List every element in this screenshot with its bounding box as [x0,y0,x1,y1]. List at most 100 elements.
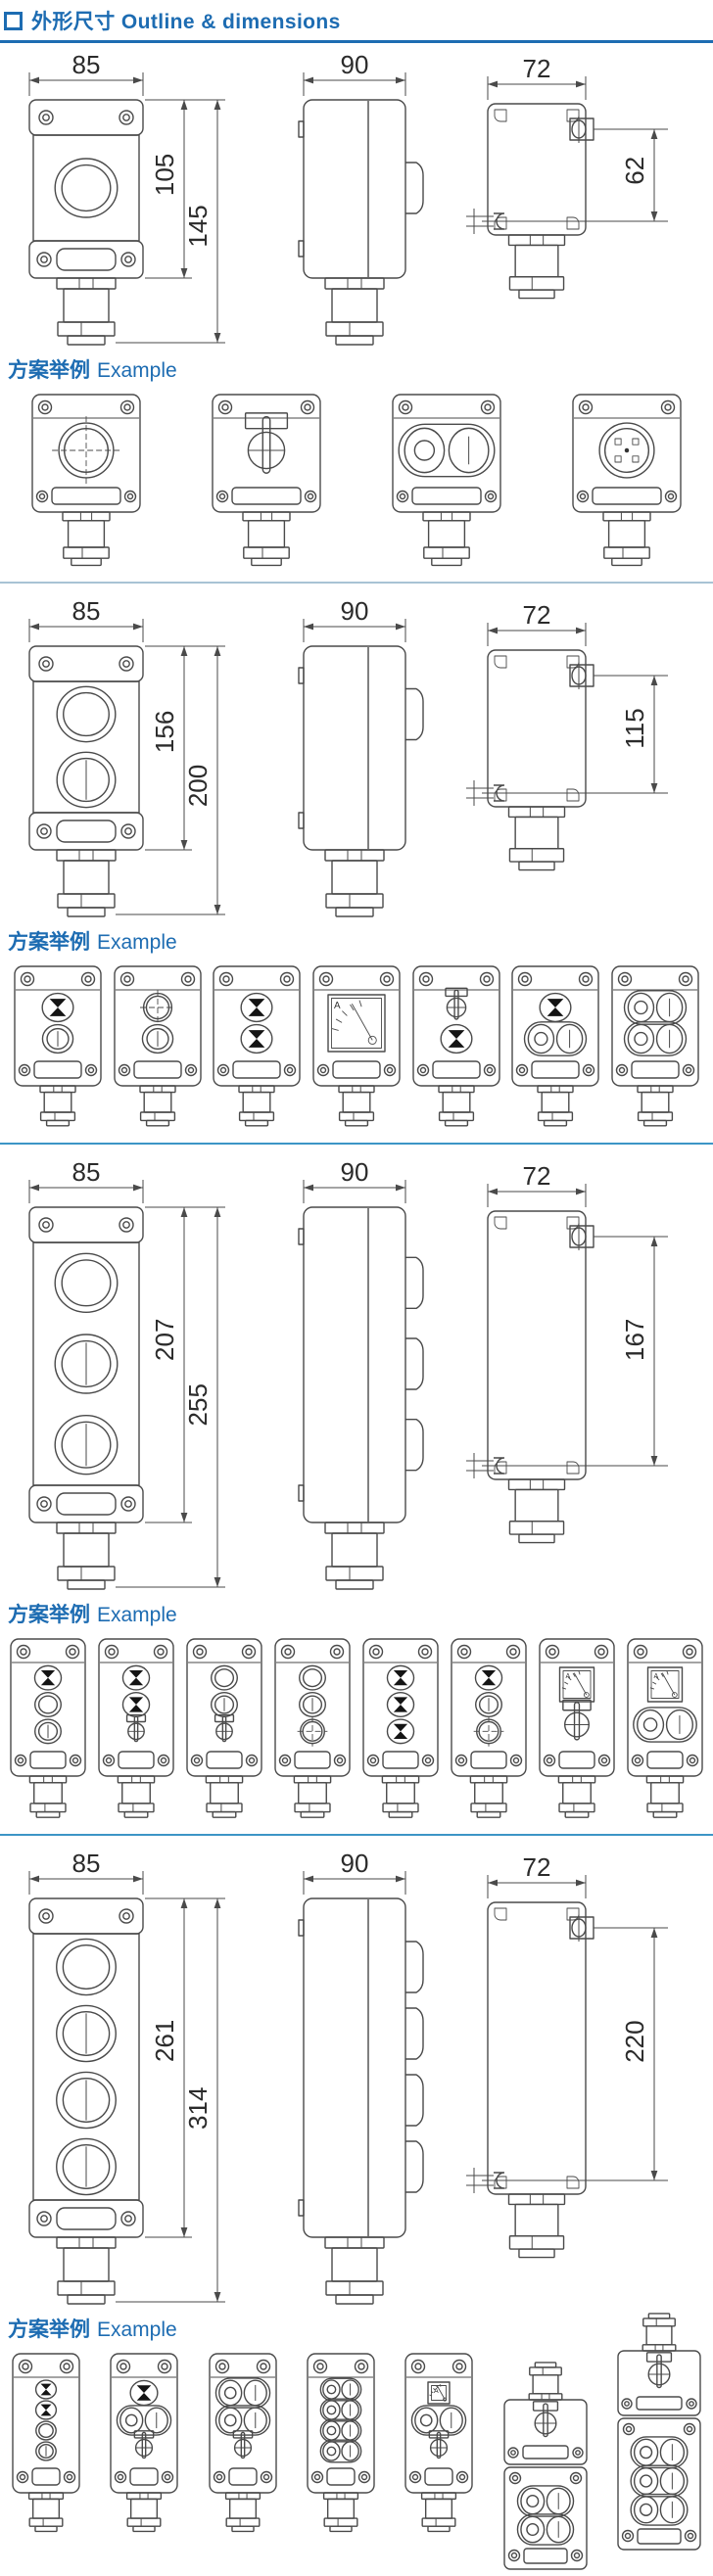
example-heading-zh: 方案举例 [8,931,90,955]
cable-gland [205,1775,244,1819]
dual-push-button [319,2418,362,2443]
indicator-lamp [539,993,572,1023]
cable-gland [507,234,566,300]
side-bump [405,1337,424,1390]
ammeter: A [427,2381,452,2406]
cable-gland [293,1775,332,1819]
dimension-label: 207 [150,1319,179,1361]
dimension-label: 261 [150,2020,179,2062]
indicator-lamp [386,1692,415,1718]
cable-gland [242,511,291,567]
rotary-switch [444,988,468,1021]
corner-hook [494,1907,507,1921]
example-station [208,2353,277,2533]
example-station [212,394,321,567]
ammeter: A [646,1666,684,1703]
example-station-stacked [617,2313,701,2552]
dual-push-button [524,1021,588,1057]
example-station [362,1638,439,1819]
page-title-zh: 外形尺寸 [31,11,116,33]
rotary-switch [562,1699,592,1741]
dual-push-button [319,2439,362,2463]
dimension-label: 72 [523,600,551,630]
indicator-lamp [386,1718,415,1745]
cable-gland [637,1085,674,1127]
dimension-label: 156 [150,711,179,753]
side-bump [405,2074,424,2128]
dual-push-button [398,423,496,478]
dimension-label: 72 [523,54,551,83]
side-bump [405,2007,424,2061]
selector-switch [297,1716,328,1747]
dimension-label: 62 [620,157,649,185]
dual-push-button [630,2464,689,2498]
indicator-lamp [440,1024,473,1054]
ammeter-unit-label: A [654,1673,659,1680]
page-header: 外形尺寸 Outline & dimensions [0,0,713,38]
title-rule [0,40,713,43]
example-station [98,1638,174,1819]
rear-view-drawing: 72 62 [466,54,668,300]
indicator-lamp [240,993,273,1023]
dimension-label: 85 [72,1157,101,1187]
side-view-drawing: 90 [298,50,424,346]
corner-hook [566,788,580,802]
side-bump [405,2140,424,2194]
indicator-lamp [33,1664,63,1691]
ammeter: A [327,994,386,1054]
side-view-drawing: 90 [298,1157,424,1590]
cable-gland [56,2236,117,2306]
side-bump [405,1941,424,1994]
indicator-lamp [121,1692,151,1718]
cable-gland [56,1522,117,1590]
dimension-label: 90 [341,50,369,79]
corner-hook [566,1216,580,1230]
cable-gland [322,2492,359,2533]
cable-gland [28,1775,68,1819]
rotary-switch [244,412,289,474]
example-row [0,386,713,570]
example-heading-zh: 方案举例 [8,1604,90,1627]
selector-switch [52,416,120,485]
side-view-drawing: 90 [298,596,424,918]
cable-gland [422,511,471,567]
mount-hook [466,1453,505,1479]
dimension-label: 105 [150,154,179,196]
cable-gland [602,511,651,567]
indicator-lamp [474,1664,503,1691]
front-button-hole [56,2138,117,2196]
cable-gland [381,1775,420,1819]
cable-gland [507,806,566,871]
example-station [14,965,102,1127]
ammeter-unit-label: A [566,1673,571,1680]
cable-gland [557,1775,596,1819]
indicator-lamp [121,1664,151,1691]
page-title: 外形尺寸 Outline & dimensions [31,6,341,35]
example-heading-en: Example [97,931,177,955]
example-heading-zh: 方案举例 [8,359,90,382]
cable-gland [324,277,385,346]
dual-push-button [319,2398,362,2422]
front-button-hole [54,1252,119,1314]
header-square-icon [4,11,23,30]
mount-screw [569,1223,594,1251]
page-title-en: Outline & dimensions [120,11,341,33]
cable-gland [62,511,111,567]
push-button [34,1718,62,1745]
example-heading: 方案举例 Example [0,920,713,958]
example-station [110,2353,179,2533]
plain-button [35,2420,57,2441]
dimension-label: 85 [72,50,101,79]
cable-gland [56,849,117,918]
dual-push-button [630,2494,689,2527]
example-row: A [0,2313,713,2576]
example-heading-en: Example [97,1604,177,1627]
example-station [186,1638,262,1819]
cable-gland [338,1085,375,1127]
